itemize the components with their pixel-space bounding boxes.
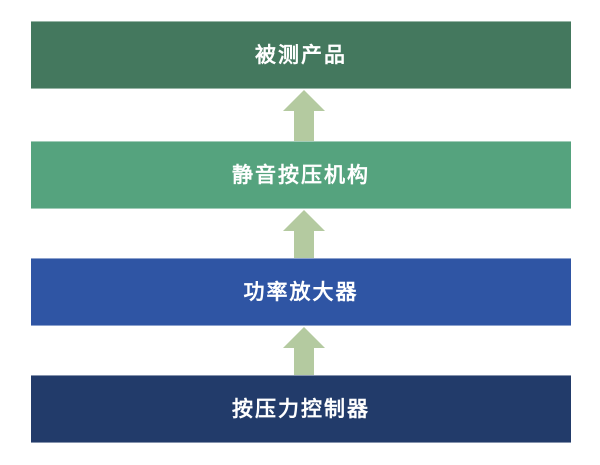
flow-node-silent-pressing-mechanism[interactable]: 静音按压机构 [31, 141, 571, 209]
arrow-up-icon [282, 326, 326, 375]
flow-node-label: 被测产品 [255, 43, 347, 67]
flow-node-pressing-force-controller[interactable]: 按压力控制器 [31, 375, 571, 443]
arrow-up-icon [282, 89, 326, 141]
flow-node-product-under-test[interactable]: 被测产品 [31, 21, 571, 89]
flow-node-label: 功率放大器 [243, 280, 359, 304]
flow-node-label: 静音按压机构 [232, 163, 370, 187]
arrow-up-icon [282, 209, 326, 258]
flow-node-power-amplifier[interactable]: 功率放大器 [31, 258, 571, 326]
flow-node-label: 按压力控制器 [232, 397, 370, 421]
